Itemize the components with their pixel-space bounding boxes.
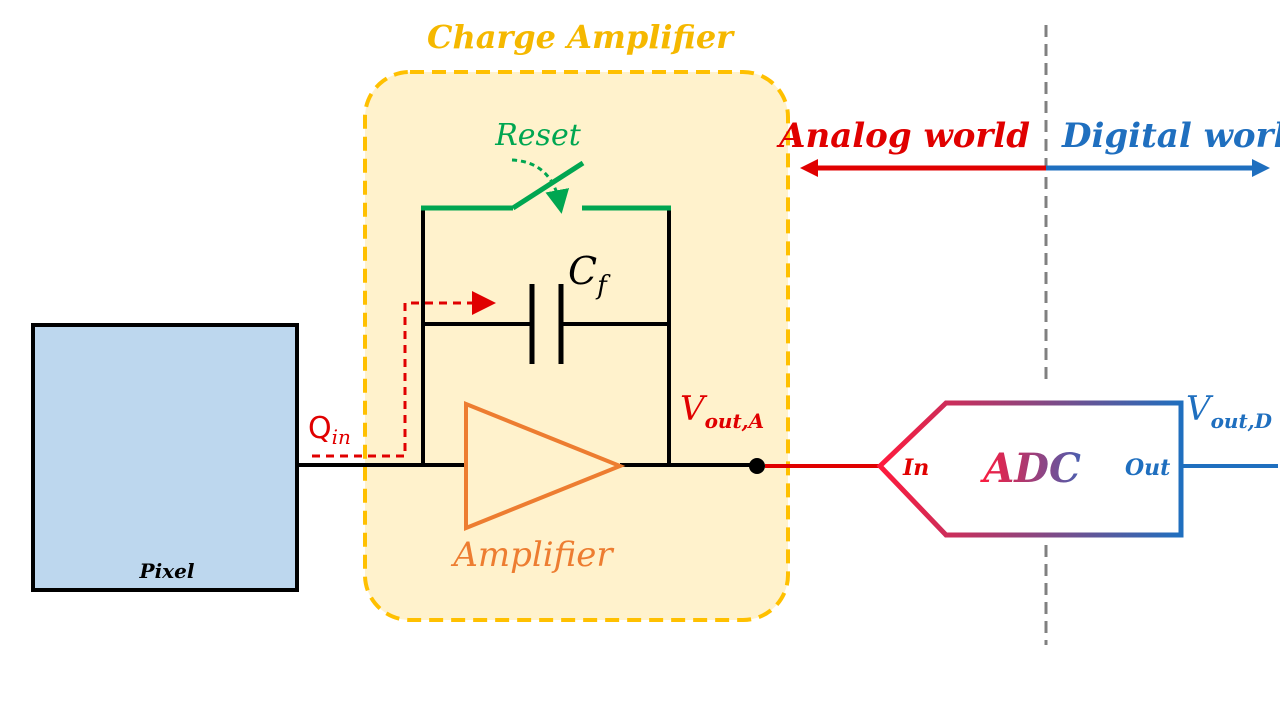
analog-world-label: Analog world: [776, 116, 1030, 156]
output-node: [749, 458, 765, 474]
pixel-box: [31, 323, 299, 592]
digital-arrowhead: [1252, 159, 1270, 177]
qin-label: Qin: [308, 411, 351, 449]
charge-amplifier-title: Charge Amplifier: [427, 18, 735, 56]
adc-in-label: In: [902, 455, 929, 481]
capacitor-label: Cf: [568, 249, 611, 301]
adc-block: [876, 400, 1184, 538]
adc-label: ADC: [979, 445, 1081, 492]
adc-out-label: Out: [1125, 455, 1170, 481]
reset-label: Reset: [494, 118, 581, 153]
analog-arrowhead: [800, 159, 818, 177]
vout-d-label: Vout,D: [1186, 389, 1273, 433]
amplifier-symbol: [464, 401, 626, 531]
vout-a-label: Vout,A: [680, 389, 764, 433]
reset-action-arrow: [511, 158, 570, 214]
digital-world-label: Digital world: [1061, 116, 1280, 156]
pixel-label: Pixel: [139, 559, 195, 583]
reset-switch-blade: [511, 160, 585, 211]
charge-flow-path: [312, 291, 496, 458]
amplifier-label: Amplifier: [450, 535, 614, 575]
